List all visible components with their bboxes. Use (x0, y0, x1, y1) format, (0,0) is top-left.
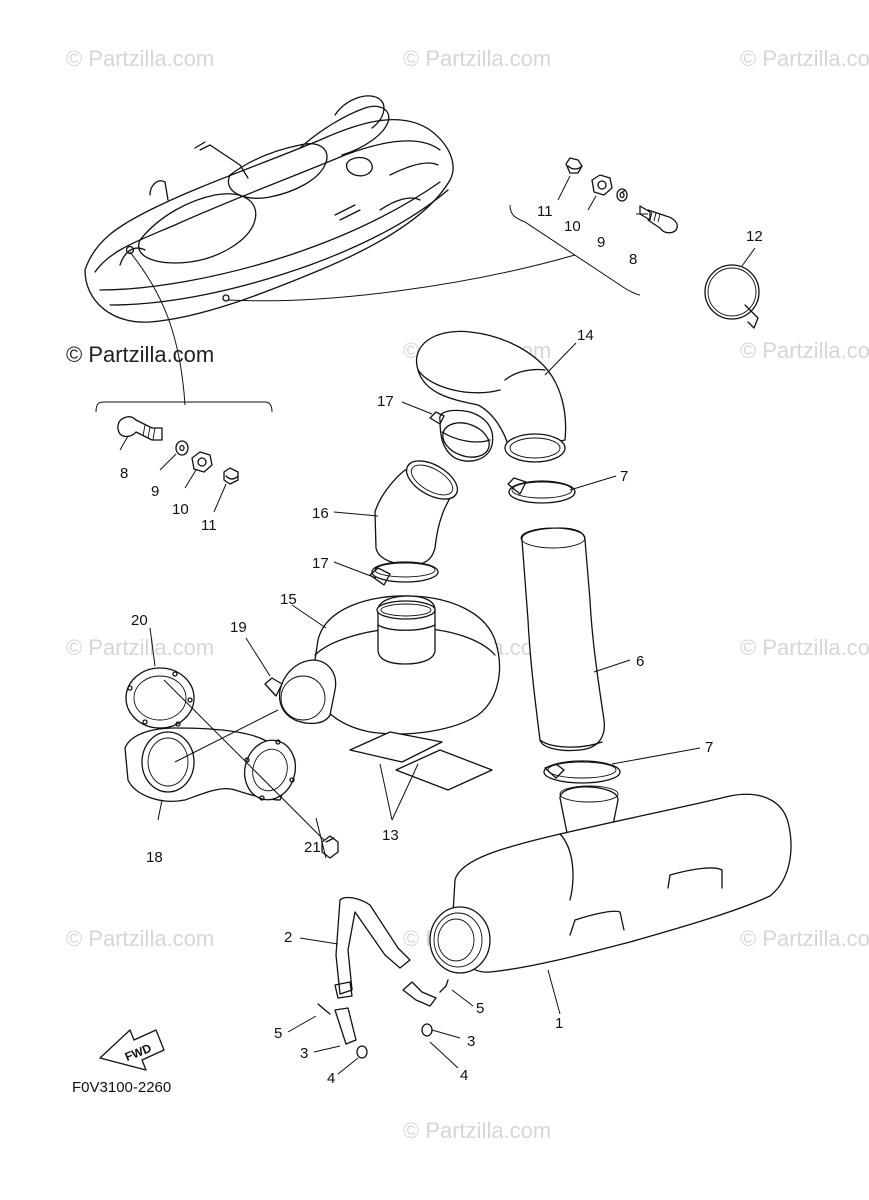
callout-12: 12 (746, 228, 763, 245)
bolt-21 (321, 835, 339, 859)
clamp-17-lower (369, 561, 439, 586)
ring-20 (125, 667, 195, 729)
watermarks: © Partzilla.com © Partzilla.com © Partzi… (66, 46, 869, 1143)
bracket-3-right (402, 979, 449, 1037)
watermark: © Partzilla.com (740, 635, 869, 660)
callout-11: 11 (201, 517, 217, 534)
callout-1: 1 (555, 1015, 563, 1032)
callout-21: 21 (304, 839, 321, 856)
hose-6 (520, 527, 606, 752)
callout-leaders (119, 175, 756, 1075)
callout-9: 9 (151, 483, 159, 500)
callout-6: 6 (636, 653, 644, 670)
callout-17: 17 (377, 393, 394, 410)
callout-10: 10 (172, 501, 189, 518)
callout-15: 15 (280, 591, 297, 608)
watermark: © Partzilla.com (66, 926, 214, 951)
callout-9: 9 (597, 234, 605, 251)
joint-19 (264, 659, 337, 725)
callout-11: 11 (537, 203, 553, 220)
callout-19: 19 (230, 619, 247, 636)
watermark: © Partzilla.com (403, 1118, 551, 1143)
callout-14: 14 (577, 327, 594, 344)
pipe-18 (124, 679, 331, 847)
callout-4: 4 (460, 1067, 468, 1084)
plates-13 (349, 731, 493, 791)
callout-16: 16 (312, 505, 329, 522)
clamp-7-lower (543, 760, 621, 784)
callout-5: 5 (274, 1025, 282, 1042)
watermark: © Partzilla.com (740, 338, 869, 363)
drain-plug-set-right (565, 157, 678, 234)
bracket-3-left (317, 1003, 368, 1059)
callout-20: 20 (131, 612, 148, 629)
clamp-17-upper (429, 411, 490, 458)
leader-lines (95, 204, 641, 413)
callout-3: 3 (467, 1033, 475, 1050)
fwd-arrow-icon: FWD (99, 1029, 165, 1071)
watermark: © Partzilla.com (740, 46, 869, 71)
watermark: © Partzilla.com (403, 46, 551, 71)
diagram-code: F0V3100-2260 (72, 1079, 171, 1096)
watermark-main: © Partzilla.com (66, 342, 214, 367)
callout-7: 7 (705, 739, 713, 756)
clamp-7-upper (507, 477, 576, 504)
callout-4: 4 (327, 1070, 335, 1087)
callout-8: 8 (120, 465, 128, 482)
hose-clamp-large (704, 264, 760, 329)
callout-8: 8 (629, 251, 637, 268)
callout-2: 2 (284, 929, 292, 946)
watercraft-illustration (84, 95, 454, 323)
callout-17: 17 (312, 555, 329, 572)
callouts: 1 2 3 3 4 4 5 5 6 7 7 8 8 9 9 10 10 11 1… (120, 203, 763, 1087)
callout-13: 13 (382, 827, 399, 844)
callout-18: 18 (146, 849, 163, 866)
chamber-15 (311, 595, 501, 735)
elbow-14 (415, 330, 567, 463)
callout-7: 7 (620, 468, 628, 485)
watermark: © Partzilla.com (66, 46, 214, 71)
watermark: © Partzilla.com (66, 635, 214, 660)
hose-16 (374, 460, 459, 566)
callout-10: 10 (564, 218, 581, 235)
callout-5: 5 (476, 1000, 484, 1017)
muffler-1 (429, 785, 792, 974)
watermark: © Partzilla.com (740, 926, 869, 951)
strap-2 (334, 896, 411, 999)
callout-3: 3 (300, 1045, 308, 1062)
drain-plug-set-left (117, 416, 239, 485)
